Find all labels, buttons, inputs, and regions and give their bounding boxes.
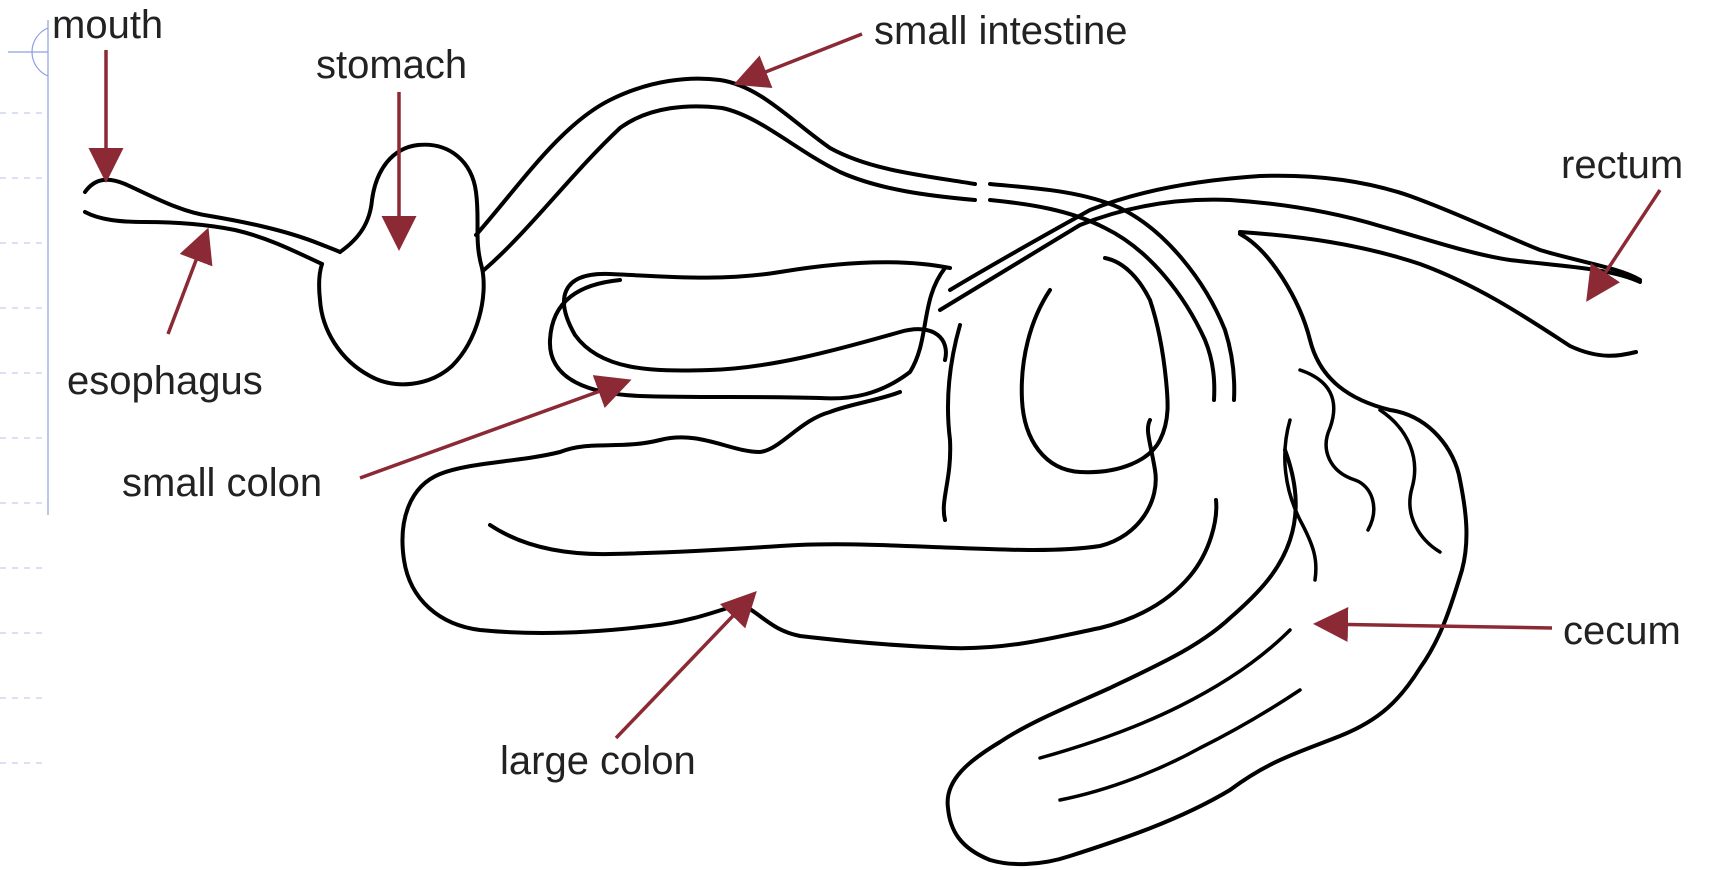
large-colon-pointer <box>616 596 752 738</box>
small-intestine-pointer <box>740 34 862 82</box>
mouth-label: mouth <box>52 3 163 47</box>
stomach-label: stomach <box>316 43 467 87</box>
large-colon-label: large colon <box>500 739 696 783</box>
small-colon-organ <box>550 176 1640 399</box>
esophagus-pointer <box>168 234 206 334</box>
slide-guides <box>0 20 48 763</box>
small-colon-label: small colon <box>122 461 322 505</box>
large-colon-organ <box>403 258 1217 648</box>
rectum-pointer <box>1590 190 1660 296</box>
slide-guide-crosshair <box>8 28 48 76</box>
rectum-label: rectum <box>1561 143 1683 187</box>
cecum-pointer <box>1320 624 1552 628</box>
small-intestine-label: small intestine <box>874 9 1127 53</box>
cecum-label: cecum <box>1563 609 1681 653</box>
esophagus-organ <box>85 180 340 264</box>
esophagus-label: esophagus <box>67 359 263 403</box>
stomach-organ <box>319 145 484 385</box>
